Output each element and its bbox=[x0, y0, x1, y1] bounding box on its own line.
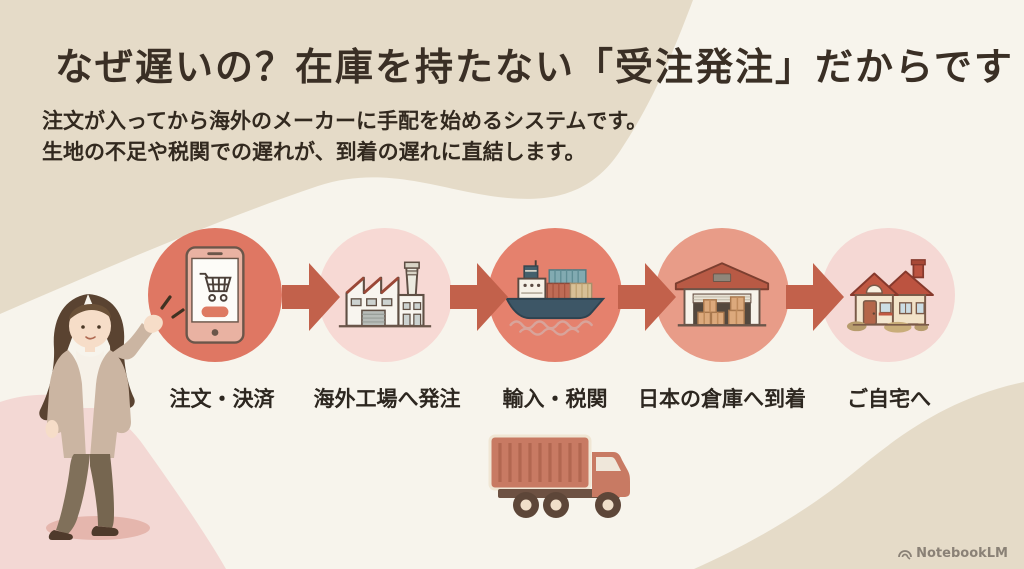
slide-title: なぜ遅いの？在庫を持たない「受注発注」だからです bbox=[55, 44, 1014, 89]
arrow-right-icon bbox=[450, 263, 508, 331]
step-label-order: 注文・決済 bbox=[169, 387, 275, 411]
woman-walking-illustration bbox=[39, 294, 185, 540]
slide-subtitle: 注文が入ってから海外のメーカーに手配を始めるシステムです。 生地の不足や税関での… bbox=[42, 106, 647, 168]
factory-icon bbox=[338, 261, 432, 328]
cargo-ship-icon bbox=[505, 260, 606, 336]
beige-blob-top-left bbox=[0, 0, 693, 314]
smartphone-cart-icon bbox=[185, 246, 245, 344]
step-label-factory: 海外工場へ発注 bbox=[313, 387, 461, 411]
beige-blob-bottom-right bbox=[694, 382, 1024, 569]
watermark: NotebookLM bbox=[898, 546, 1008, 561]
step-label-warehouse: 日本の倉庫へ到着 bbox=[638, 387, 806, 411]
watermark-label: NotebookLM bbox=[916, 546, 1008, 561]
warehouse-icon bbox=[674, 262, 770, 327]
step-label-import: 輸入・税関 bbox=[502, 387, 608, 411]
arrow-right-icon bbox=[618, 263, 676, 331]
arrow-right-icon bbox=[282, 263, 340, 331]
house-icon bbox=[846, 259, 934, 333]
flow-step-home bbox=[821, 228, 955, 362]
arrow-right-icon bbox=[786, 263, 844, 331]
subtitle-line-2: 生地の不足や税関での遅れが、到着の遅れに直結します。 bbox=[42, 140, 586, 164]
delivery-truck-icon bbox=[488, 434, 630, 518]
notebooklm-logo-icon bbox=[898, 549, 913, 560]
step-label-home: ご自宅へ bbox=[847, 387, 931, 411]
flow-step-factory bbox=[318, 228, 452, 362]
flow-step-warehouse bbox=[655, 228, 789, 362]
flow-step-import bbox=[488, 228, 622, 362]
flow-step-order bbox=[148, 228, 282, 362]
subtitle-line-1: 注文が入ってから海外のメーカーに手配を始めるシステムです。 bbox=[42, 109, 648, 133]
